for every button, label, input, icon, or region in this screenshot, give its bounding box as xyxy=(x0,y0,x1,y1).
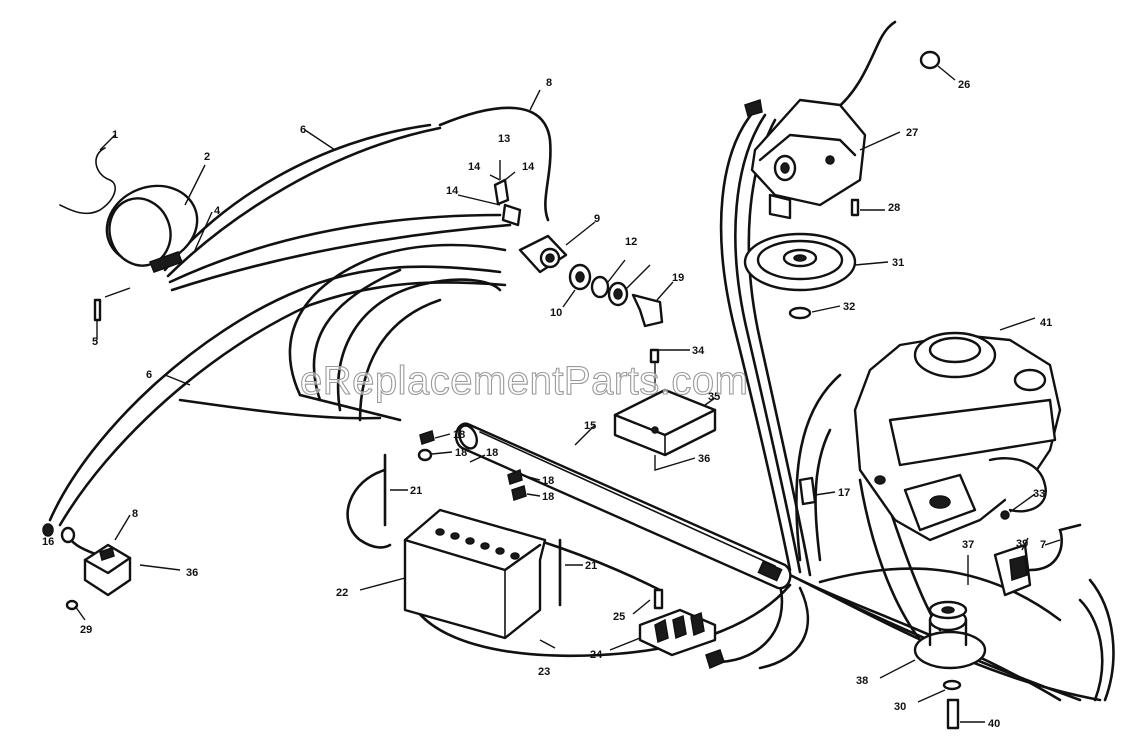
callout-label: 28 xyxy=(888,202,900,214)
callout-label: 25 xyxy=(613,611,625,623)
callout-label: 37 xyxy=(962,539,974,551)
callout-label: 18 xyxy=(542,475,554,487)
callout-labels: 1 2 4 5 6 6 7 8 8 9 10 12 13 14 14 14 15… xyxy=(42,77,1052,730)
callout-label: 40 xyxy=(988,718,1000,730)
pulley-lower xyxy=(879,555,987,730)
callout-label: 2 xyxy=(204,151,210,163)
callout-label: 18 xyxy=(455,447,467,459)
wire-harness xyxy=(48,20,1115,702)
callout-label: 34 xyxy=(692,345,705,357)
callout-label: 38 xyxy=(856,675,868,687)
callout-label: 12 xyxy=(625,236,637,248)
callout-label: 18 xyxy=(453,429,465,441)
callout-label: 36 xyxy=(186,567,198,579)
engine xyxy=(853,317,1062,542)
callout-label: 22 xyxy=(336,587,348,599)
callout-label: 39 xyxy=(1016,538,1028,550)
callout-label: 13 xyxy=(498,133,510,145)
callout-label: 14 xyxy=(446,185,459,197)
callout-label: 9 xyxy=(594,213,600,225)
battery xyxy=(359,508,547,640)
callout-label: 18 xyxy=(486,447,498,459)
small-hardware xyxy=(42,50,956,649)
callout-label: 36 xyxy=(698,453,710,465)
callout-label: 6 xyxy=(146,369,152,381)
watermark-text: eReplacementParts.com xyxy=(300,359,748,403)
solenoid xyxy=(65,514,181,621)
callout-label: 8 xyxy=(132,508,138,520)
callout-label: 16 xyxy=(42,536,54,548)
regulator xyxy=(613,348,717,471)
ignition-switch xyxy=(518,221,674,328)
callout-label: 6 xyxy=(300,124,306,136)
callout-label: 31 xyxy=(892,257,904,269)
callout-label: 5 xyxy=(92,336,98,348)
callout-label: 17 xyxy=(838,487,850,499)
terminal-block xyxy=(609,588,725,670)
pulley-upper xyxy=(743,232,889,320)
callout-label: 7 xyxy=(1040,539,1046,551)
callout-label: 14 xyxy=(468,161,481,173)
battery-hold-down-rods xyxy=(383,453,583,607)
callout-label: 21 xyxy=(410,485,422,497)
callout-label: 32 xyxy=(843,301,855,313)
callout-label: 41 xyxy=(1040,317,1052,329)
callout-label: 24 xyxy=(590,649,603,661)
callout-label: 27 xyxy=(906,127,918,139)
callout-label: 29 xyxy=(80,624,92,636)
callout-label: 26 xyxy=(958,79,970,91)
callout-label: 4 xyxy=(214,205,221,217)
callout-label: 18 xyxy=(542,491,554,503)
callout-label: 8 xyxy=(546,77,552,89)
callout-label: 30 xyxy=(894,701,906,713)
callout-label: 14 xyxy=(522,161,535,173)
callout-label: 1 xyxy=(112,129,118,141)
callout-label: 23 xyxy=(538,666,550,678)
bracket xyxy=(993,523,1082,597)
callout-label: 21 xyxy=(585,560,597,572)
callout-label: 35 xyxy=(708,391,720,403)
callout-label: 10 xyxy=(550,307,562,319)
callout-label: 15 xyxy=(584,420,596,432)
harness-sleeve xyxy=(454,422,792,590)
callout-label: 33 xyxy=(1033,488,1045,500)
carburetor xyxy=(744,98,901,220)
headlight xyxy=(105,164,213,273)
callout-label: 19 xyxy=(672,272,684,284)
